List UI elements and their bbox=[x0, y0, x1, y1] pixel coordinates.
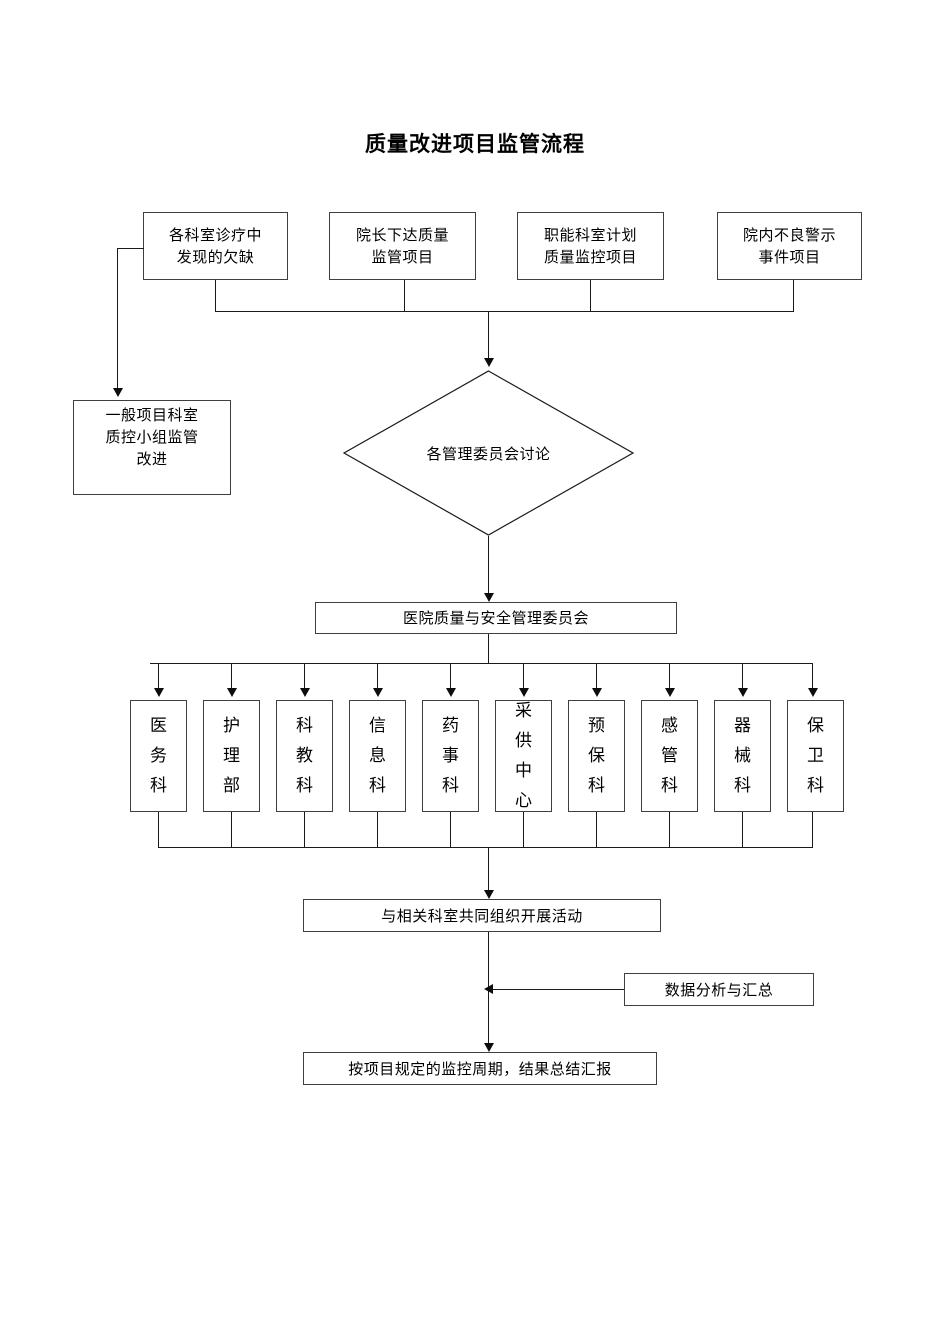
connector-committee-to-dept-bus bbox=[488, 634, 489, 664]
committee-discussion-diamond[interactable]: 各管理委员会讨论 bbox=[343, 370, 634, 536]
connector-bus-to-decision bbox=[488, 311, 489, 361]
dept-merge-bus bbox=[158, 847, 813, 848]
department-box-2[interactable]: 护理部 bbox=[203, 700, 260, 812]
data-analysis-label: 数据分析与汇总 bbox=[664, 980, 774, 999]
department-box-3-label: 科教科 bbox=[296, 716, 313, 796]
arrowhead-to-general-box bbox=[113, 388, 123, 397]
department-box-7-label: 预保科 bbox=[588, 716, 605, 796]
arrowhead-dept-3 bbox=[300, 688, 310, 697]
dept-exit-5 bbox=[450, 812, 451, 847]
arrowhead-dept-5 bbox=[446, 688, 456, 697]
dept-exit-9 bbox=[742, 812, 743, 847]
hospital-committee-box[interactable]: 医院质量与安全管理委员会 bbox=[315, 602, 677, 634]
department-box-8-label: 感管科 bbox=[661, 716, 678, 796]
data-analysis-box[interactable]: 数据分析与汇总 bbox=[624, 973, 814, 1006]
department-box-7[interactable]: 预保科 bbox=[568, 700, 625, 812]
department-box-4-label: 信息科 bbox=[369, 716, 386, 796]
committee-discussion-label: 各管理委员会讨论 bbox=[426, 444, 551, 463]
dept-exit-3 bbox=[304, 812, 305, 847]
stub-source-4 bbox=[793, 280, 794, 311]
department-box-6-label: 采供中心 bbox=[515, 701, 532, 811]
connector-source1-to-general-h bbox=[117, 248, 144, 249]
department-box-5-label: 药事科 bbox=[442, 716, 459, 796]
department-box-1-label: 医务科 bbox=[150, 716, 167, 796]
source-box-4[interactable]: 院内不良警示 事件项目 bbox=[717, 212, 862, 280]
connector-source1-to-general-v bbox=[117, 248, 118, 391]
dept-drop-6 bbox=[523, 663, 524, 691]
dept-exit-7 bbox=[596, 812, 597, 847]
merge-bus-sources bbox=[215, 311, 794, 312]
department-box-9[interactable]: 器械科 bbox=[714, 700, 771, 812]
arrowhead-to-decision bbox=[484, 358, 494, 367]
department-box-9-label: 器械科 bbox=[734, 716, 751, 796]
stub-source-2 bbox=[404, 280, 405, 311]
dept-drop-8 bbox=[669, 663, 670, 691]
general-project-box-label: 一般项目科室 质控小组监管 改进 bbox=[105, 406, 199, 468]
department-box-8[interactable]: 感管科 bbox=[641, 700, 698, 812]
arrowhead-dept-8 bbox=[665, 688, 675, 697]
arrowhead-to-activity bbox=[484, 890, 494, 899]
source-box-3[interactable]: 职能科室计划 质量监控项目 bbox=[517, 212, 664, 280]
source-box-2-label: 院长下达质量 监管项目 bbox=[355, 226, 449, 266]
department-box-6[interactable]: 采供中心 bbox=[495, 700, 552, 812]
dept-drop-2 bbox=[231, 663, 232, 691]
dept-exit-2 bbox=[231, 812, 232, 847]
dept-exit-10 bbox=[812, 812, 813, 847]
arrowhead-dept-4 bbox=[373, 688, 383, 697]
connector-dept-bus-to-activity bbox=[488, 847, 489, 897]
source-box-3-label: 职能科室计划 质量监控项目 bbox=[543, 226, 637, 266]
dept-drop-9 bbox=[742, 663, 743, 691]
stub-source-1 bbox=[215, 280, 216, 311]
arrowhead-to-report bbox=[484, 1043, 494, 1052]
arrowhead-to-spine bbox=[484, 984, 493, 994]
department-box-4[interactable]: 信息科 bbox=[349, 700, 406, 812]
dept-drop-7 bbox=[596, 663, 597, 691]
dept-exit-4 bbox=[377, 812, 378, 847]
dept-exit-1 bbox=[158, 812, 159, 847]
arrowhead-dept-6 bbox=[519, 688, 529, 697]
dept-exit-6 bbox=[523, 812, 524, 847]
source-box-4-label: 院内不良警示 事件项目 bbox=[742, 226, 836, 266]
department-box-3[interactable]: 科教科 bbox=[276, 700, 333, 812]
source-box-1[interactable]: 各科室诊疗中 发现的欠缺 bbox=[143, 212, 288, 280]
dept-drop-4 bbox=[377, 663, 378, 691]
arrowhead-dept-7 bbox=[592, 688, 602, 697]
dept-drop-5 bbox=[450, 663, 451, 691]
dept-distribution-bus bbox=[150, 663, 813, 664]
source-box-2[interactable]: 院长下达质量 监管项目 bbox=[329, 212, 476, 280]
dept-drop-10 bbox=[812, 663, 813, 691]
source-box-1-label: 各科室诊疗中 发现的欠缺 bbox=[168, 226, 262, 266]
arrowhead-dept-10 bbox=[808, 688, 818, 697]
arrowhead-dept-9 bbox=[738, 688, 748, 697]
connector-decision-to-committee bbox=[488, 536, 489, 600]
diamond-shape bbox=[343, 370, 634, 536]
arrowhead-dept-2 bbox=[227, 688, 237, 697]
periodic-report-box[interactable]: 按项目规定的监控周期，结果总结汇报 bbox=[303, 1052, 657, 1085]
joint-activity-label: 与相关科室共同组织开展活动 bbox=[381, 906, 583, 925]
page-title: 质量改进项目监管流程 bbox=[365, 132, 585, 156]
department-box-5[interactable]: 药事科 bbox=[422, 700, 479, 812]
joint-activity-box[interactable]: 与相关科室共同组织开展活动 bbox=[303, 899, 661, 932]
department-box-2-label: 护理部 bbox=[223, 716, 240, 796]
arrowhead-dept-1 bbox=[154, 688, 164, 697]
dept-drop-3 bbox=[304, 663, 305, 691]
general-project-box[interactable]: 一般项目科室 质控小组监管 改进 bbox=[73, 400, 231, 495]
stub-source-3 bbox=[590, 280, 591, 311]
department-box-10[interactable]: 保卫科 bbox=[787, 700, 844, 812]
dept-exit-8 bbox=[669, 812, 670, 847]
dept-drop-1 bbox=[158, 663, 159, 691]
arrowhead-to-committee bbox=[484, 593, 494, 602]
department-box-1[interactable]: 医务科 bbox=[130, 700, 187, 812]
hospital-committee-label: 医院质量与安全管理委员会 bbox=[402, 609, 589, 627]
periodic-report-label: 按项目规定的监控周期，结果总结汇报 bbox=[348, 1059, 612, 1078]
department-box-10-label: 保卫科 bbox=[807, 716, 824, 796]
connector-data-analysis-to-spine bbox=[489, 989, 624, 990]
